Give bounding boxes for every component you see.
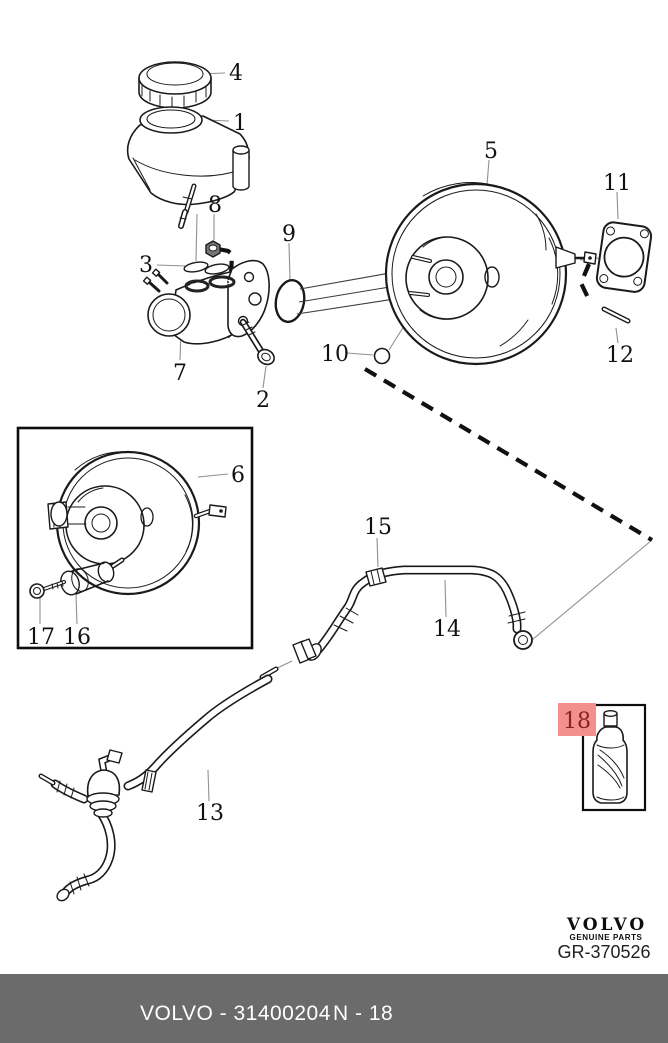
variant-box: [16, 426, 254, 650]
part-3-seals: [183, 261, 230, 275]
callout-11[interactable]: 11: [603, 171, 631, 196]
callout-1[interactable]: 1: [233, 111, 247, 136]
part-8-nut: [205, 240, 221, 258]
callout-13[interactable]: 13: [196, 801, 224, 826]
callout-9[interactable]: 9: [282, 222, 296, 247]
callout-4[interactable]: 4: [229, 61, 243, 86]
part-13-hose-assembly: [38, 666, 279, 902]
callouts: 4 1 8 3 9 7 2 5 11 12 10 6 17 16 15 14 1…: [27, 61, 634, 826]
vacuum-check-valve: [86, 749, 123, 818]
brand-block: VOLVO GENUINE PARTS GR-370526: [557, 915, 650, 962]
part-18-fluid-bottle-box: 18: [558, 703, 647, 812]
part-17-bolt: [29, 580, 66, 599]
callout-7[interactable]: 7: [173, 361, 187, 386]
part-5-brake-booster: [384, 182, 597, 366]
part-12-pin: [601, 306, 631, 324]
callout-5[interactable]: 5: [484, 139, 498, 164]
footer-part-number: VOLVO - 31400204: [140, 1002, 331, 1025]
part-9-oring: [274, 278, 306, 324]
callout-17[interactable]: 17: [27, 625, 55, 650]
part-1-reservoir: [126, 106, 250, 229]
footer-banner: VOLVO - 31400204 N - 18: [0, 974, 668, 1043]
callout-14[interactable]: 14: [433, 617, 461, 642]
part-10-ball: [373, 347, 391, 365]
callout-8[interactable]: 8: [208, 193, 222, 218]
callout-3[interactable]: 3: [139, 253, 153, 278]
part-15-clamp: [365, 567, 387, 587]
highlight-badge[interactable]: [558, 703, 596, 736]
callout-10[interactable]: 10: [321, 342, 349, 367]
part-11-gasket: [595, 221, 653, 293]
fluid-bottle: [592, 710, 628, 804]
part-4-reservoir-cap: [138, 61, 212, 109]
part-14-vacuum-hose: [292, 565, 533, 664]
callout-6[interactable]: 6: [231, 463, 245, 488]
leader-lines: [39, 72, 653, 802]
part-6-brake-booster-variant: [47, 450, 227, 596]
callout-15[interactable]: 15: [364, 515, 392, 540]
volvo-logo: VOLVO: [566, 915, 647, 935]
brand-tagline: GENUINE PARTS: [570, 933, 643, 942]
callout-16[interactable]: 16: [63, 625, 91, 650]
part-2-bolt: [239, 318, 275, 366]
callout-18[interactable]: 18: [563, 709, 591, 734]
callout-2[interactable]: 2: [256, 388, 270, 413]
callout-12[interactable]: 12: [606, 343, 634, 368]
footer-page-ref: N - 18: [333, 1002, 393, 1025]
drawing-number: GR-370526: [557, 942, 650, 962]
